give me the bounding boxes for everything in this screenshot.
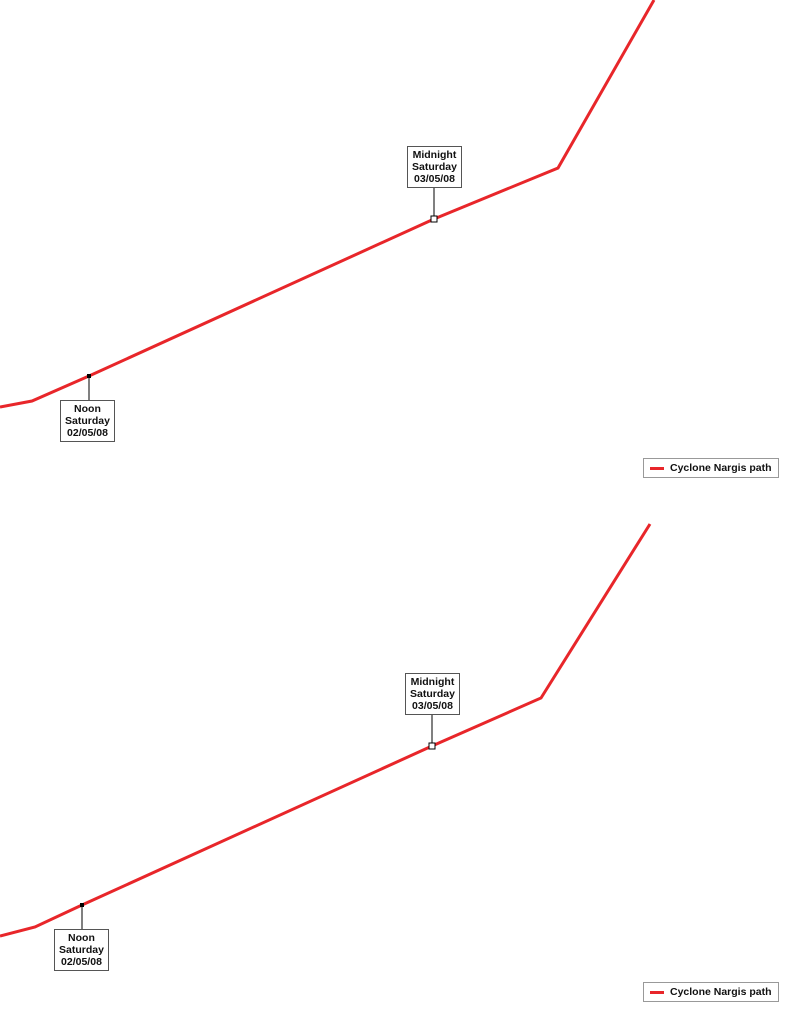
path-legend-swatch	[650, 466, 664, 470]
map-legend: Cyclone Nargis path	[643, 458, 779, 478]
map-legend: Cyclone Nargis path	[643, 982, 779, 1002]
noon-marker[interactable]	[80, 903, 84, 907]
midnight-label-line2: Saturday	[410, 688, 455, 700]
map-canvas	[0, 0, 656, 409]
midnight-label-line1: Midnight	[410, 676, 455, 688]
noon-marker[interactable]	[87, 374, 91, 378]
map-panel-top: Midnight Saturday 03/05/08 Noon Saturday…	[0, 0, 779, 478]
midnight-marker[interactable]	[430, 215, 438, 223]
noon-label-line2: Saturday	[65, 415, 110, 427]
cyclone-path-line	[0, 523, 652, 938]
legend-label: Cyclone Nargis path	[670, 986, 772, 998]
midnight-label-line1: Midnight	[412, 149, 457, 161]
noon-label-line1: Noon	[74, 403, 101, 415]
noon-label-line2: Saturday	[59, 944, 104, 956]
noon-label: Noon Saturday 02/05/08	[54, 929, 109, 971]
path-legend-swatch	[650, 990, 664, 994]
midnight-marker[interactable]	[428, 742, 436, 750]
cyclone-path-line	[0, 0, 656, 409]
midnight-label-line3: 03/05/08	[414, 173, 455, 185]
noon-label-line3: 02/05/08	[67, 427, 108, 439]
noon-label-line1: Noon	[68, 932, 95, 944]
midnight-label: Midnight Saturday 03/05/08	[405, 673, 460, 715]
map-panel-bottom: Midnight Saturday 03/05/08 Noon Saturday…	[0, 518, 786, 1036]
legend-label: Cyclone Nargis path	[670, 462, 772, 474]
midnight-label-line2: Saturday	[412, 161, 457, 173]
midnight-label: Midnight Saturday 03/05/08	[407, 146, 462, 188]
noon-label-line3: 02/05/08	[61, 956, 102, 968]
map-canvas	[0, 523, 652, 938]
noon-label: Noon Saturday 02/05/08	[60, 400, 115, 442]
midnight-label-line3: 03/05/08	[412, 700, 453, 712]
